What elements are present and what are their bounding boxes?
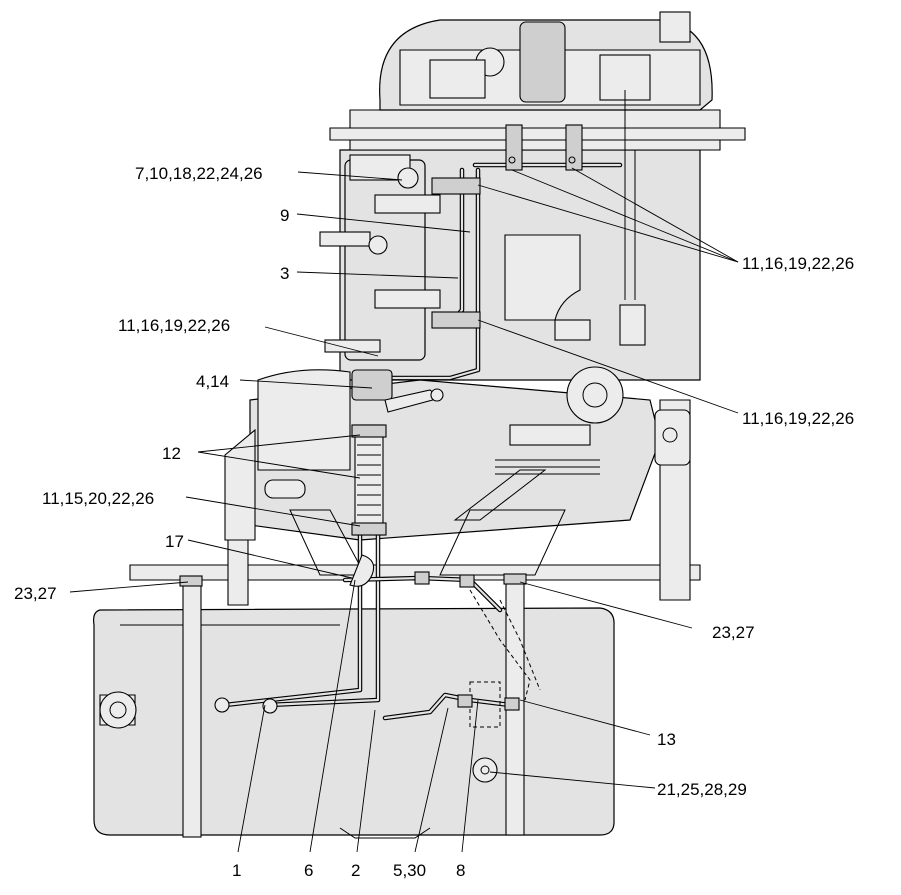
callout-label: 11,16,19,22,26 (118, 316, 230, 335)
fuel-tank (93, 607, 615, 839)
corrugated-hoses (349, 369, 444, 587)
callout-label: 6 (304, 861, 313, 880)
fuel-filter-housing (319, 154, 441, 361)
callout-label: 23,27 (712, 623, 755, 642)
callout-label: 5,30 (393, 861, 426, 880)
callout-label: 23,27 (14, 584, 57, 603)
callout-label: 17 (165, 532, 184, 551)
bell-housing (224, 366, 691, 576)
callout-label: 12 (162, 444, 181, 463)
callout-label: 9 (280, 206, 289, 225)
callout-label: 13 (657, 730, 676, 749)
leader-lines (69, 167, 739, 853)
callout-label: 1 (232, 861, 241, 880)
callout-label: 11,15,20,22,26 (42, 489, 154, 508)
callout-label: 11,16,19,22,26 (742, 254, 854, 273)
callout-label: 2 (351, 861, 360, 880)
callout-label: 3 (280, 264, 289, 283)
callout-label: 21,25,28,29 (657, 780, 747, 799)
callout-label: 11,16,19,22,26 (742, 409, 854, 428)
callout-label: 7,10,18,22,24,26 (135, 164, 263, 183)
filler-cap-icon (99, 691, 137, 729)
callout-label: 4,14 (196, 372, 229, 391)
callout-labels: 7,10,18,22,24,26 9 3 11,16,19,22,26 4,14… (14, 164, 854, 880)
fuel-lines (214, 162, 623, 728)
fuel-level-sender-icon (472, 757, 498, 783)
callout-label: 8 (456, 861, 465, 880)
